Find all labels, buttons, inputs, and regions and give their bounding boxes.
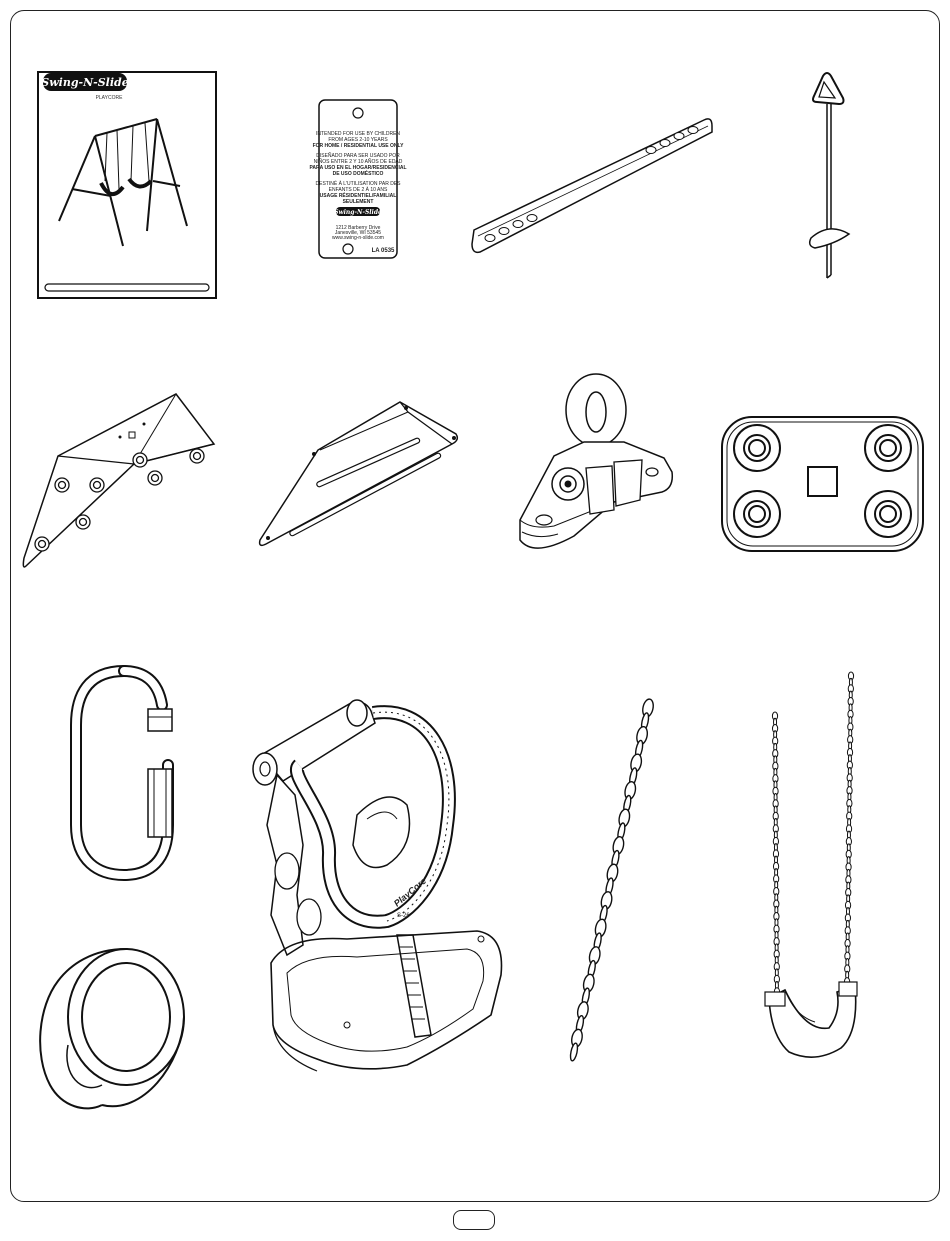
corner-bracket-icon (22, 388, 218, 573)
tag-fr-1: DESTINÉ À L'UTILISATION PAR DES (316, 180, 402, 187)
tag-brand: Swing-N-Slide (334, 209, 382, 216)
ground-anchor-icon (805, 70, 855, 282)
tag-en-1: INTENDED FOR USE BY CHILDREN (316, 131, 400, 137)
toddler-swing-seat-icon: PlayCore S-26 (247, 695, 509, 1075)
tag-fr-2: ENFANTS DE 2 À 10 ANS (329, 186, 388, 193)
chain-icon (560, 698, 660, 1062)
warning-tag-icon: INTENDED FOR USE BY CHILDREN FROM AGES 2… (309, 99, 407, 259)
manual-subbrand: PLAYCORE (96, 95, 124, 101)
tag-en-2: FROM AGES 2-10 YEARS (328, 137, 388, 143)
swing-hanger-icon (514, 370, 674, 558)
quick-link-icon (68, 665, 180, 882)
slotted-bracket-icon (258, 398, 462, 550)
manual-brand: Swing-N-Slide (41, 76, 128, 89)
tag-es-4: DE USO DOMÉSTICO (333, 169, 384, 177)
tag-es-3: PARA USO EN EL HOGAR/RESIDENCIAL (309, 165, 406, 171)
tag-addr-3: www.swing-n-slide.com (332, 235, 384, 241)
tag-es-2: NIÑOS ENTRE 2 Y 10 AÑOS DE EDAD (314, 158, 403, 165)
four-hole-plate-icon (720, 415, 925, 553)
tag-addr-1: 1212 Barberry Drive (336, 225, 381, 231)
tag-code: LA 0535 (372, 248, 395, 254)
page-frame (10, 10, 940, 1202)
tag-es-1: DISEÑADO PARA SER USADO POR (316, 152, 400, 159)
swing-strap-icon (470, 112, 715, 260)
tag-addr-2: Janesville, WI 53545 (335, 230, 381, 236)
pipe-bushing-icon (32, 945, 192, 1117)
page-number-box (453, 1210, 495, 1230)
tag-fr-3: USAGE RÉSIDENTIEL/FAMILIAL (320, 191, 397, 199)
tag-en-3: FOR HOME / RESIDENTIAL USE ONLY (313, 143, 405, 149)
belt-swing-icon (755, 671, 875, 1072)
tag-fr-4: SEULEMENT (343, 199, 374, 205)
seat-model: S-26 (397, 913, 410, 919)
manual-icon: Swing-N-Slide PLAYCORE (37, 71, 217, 299)
